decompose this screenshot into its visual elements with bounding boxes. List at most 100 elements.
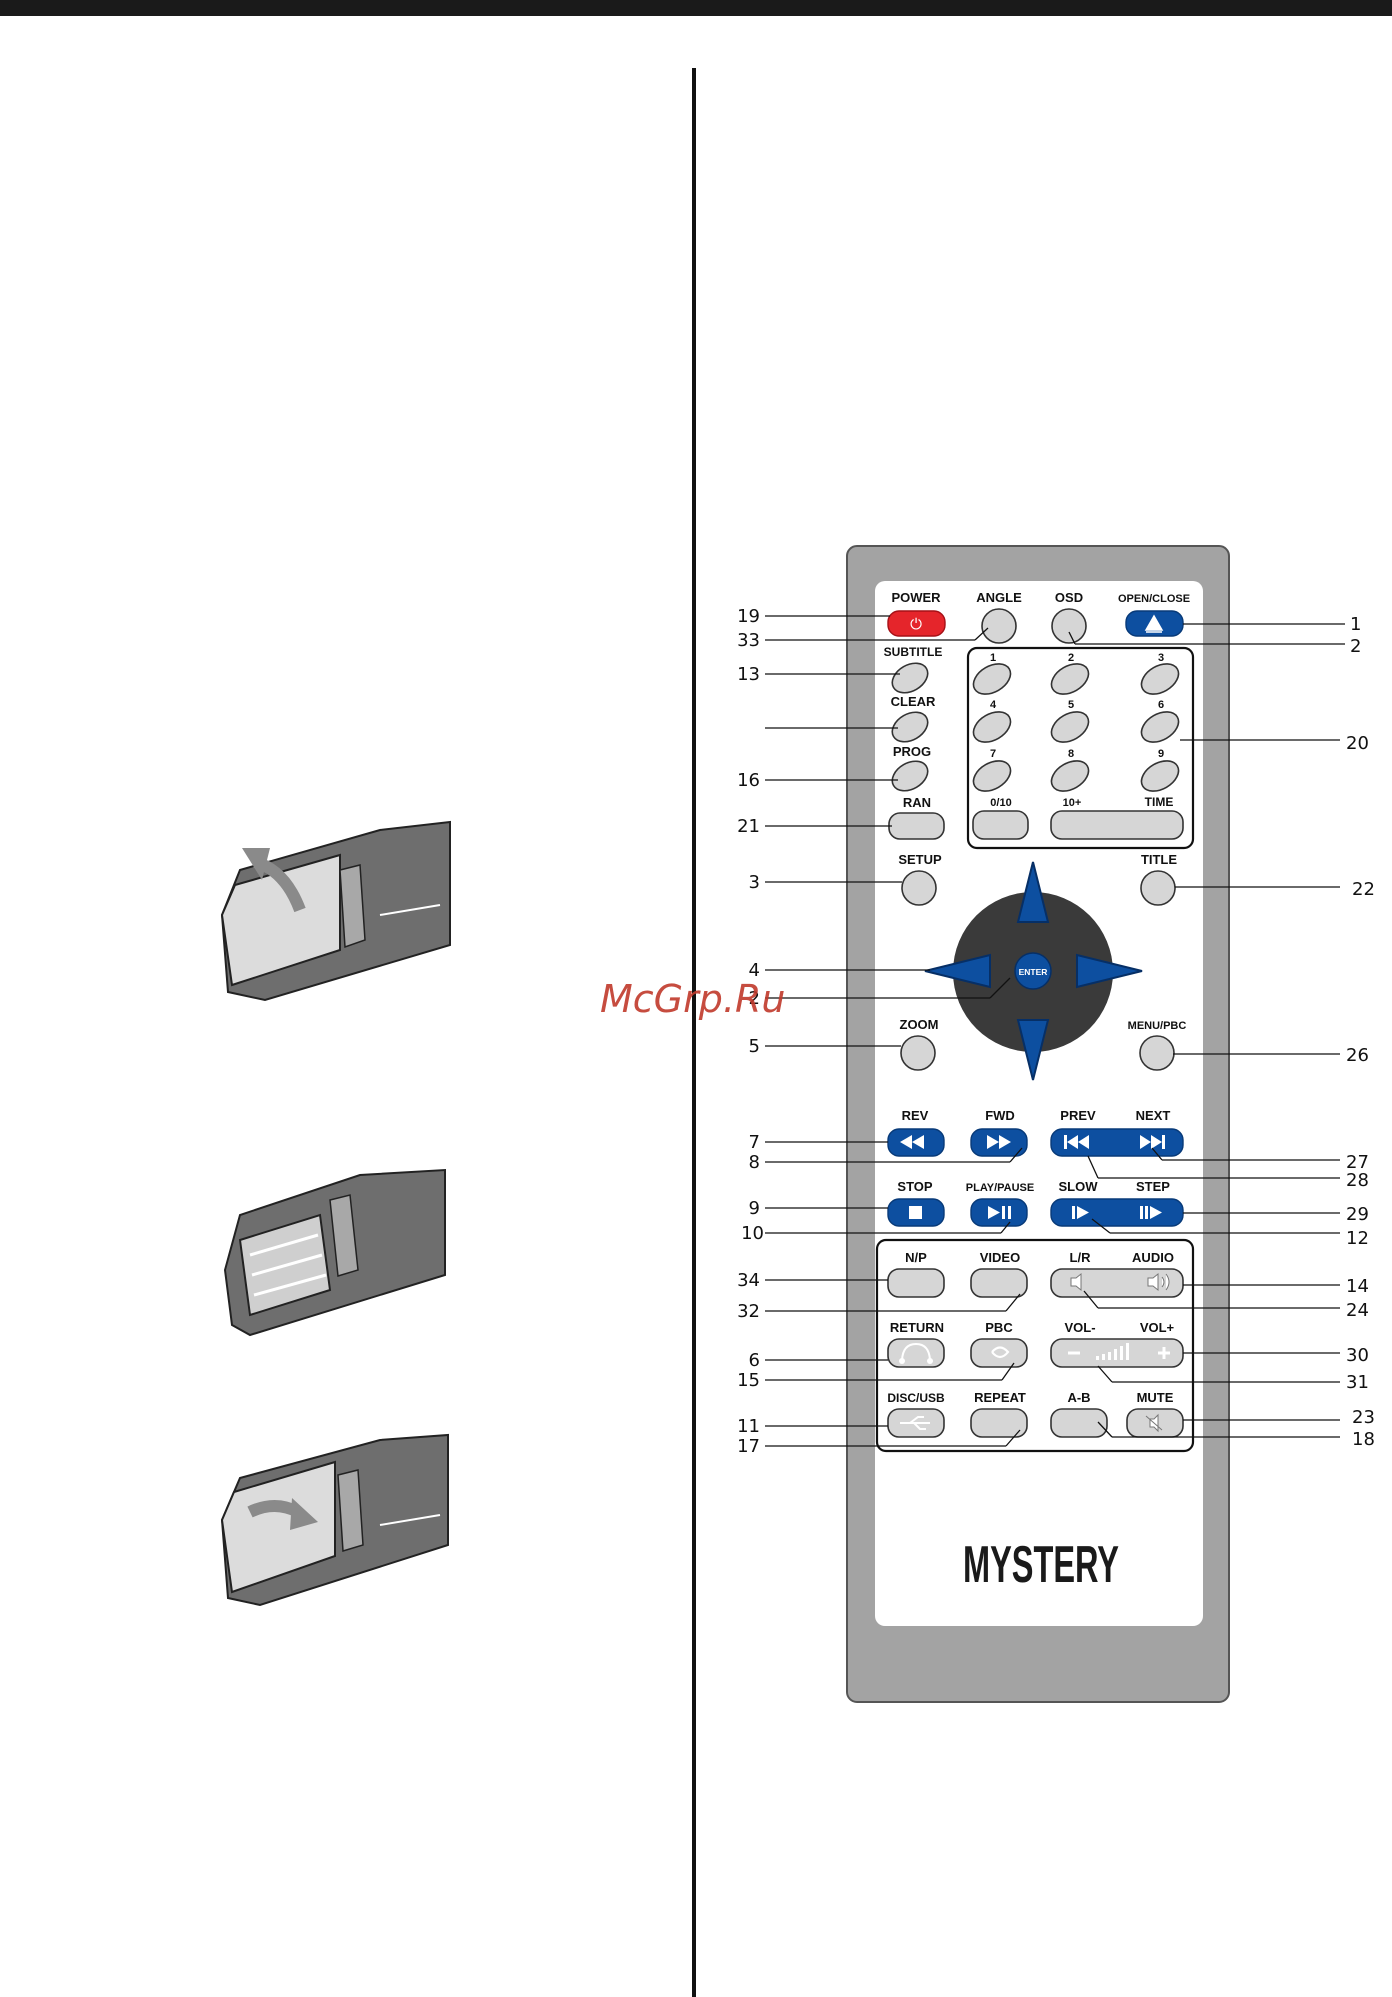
callout-18: 18 [1352,1429,1375,1450]
play-pause-label: PLAY/PAUSE [966,1182,1034,1194]
title-button[interactable] [1140,870,1176,906]
num-6-label: 6 [1158,699,1164,711]
prev-next-button[interactable] [1050,1128,1184,1157]
previous-icon [1064,1135,1089,1149]
stop-icon [909,1206,922,1219]
watermark: McGrp.Ru [600,977,785,1021]
nav-left-arrow-icon[interactable] [924,953,991,989]
video-button[interactable] [970,1268,1028,1298]
power-button[interactable] [887,610,946,637]
rewind-icon [900,1135,924,1149]
osd-button[interactable] [1051,608,1087,644]
subtitle-label: SUBTITLE [884,645,943,659]
num-2-button[interactable] [1046,658,1094,701]
usb-icon [900,1416,930,1430]
num-10plus-label: 10+ [1063,797,1082,809]
callout-29: 29 [1346,1204,1369,1225]
num-4-label: 4 [990,699,997,711]
subtitle-button[interactable] [887,657,933,699]
num-8-button[interactable] [1046,755,1094,798]
num-9-button[interactable] [1136,755,1184,798]
enter-button[interactable] [1014,952,1052,990]
lr-speaker-icon [1070,1272,1082,1292]
callout-23: 23 [1352,1407,1375,1428]
return-label: RETURN [890,1320,944,1335]
ab-label: A-B [1067,1390,1090,1405]
callout-20: 20 [1346,733,1369,754]
left-callout-lines [765,615,1023,1447]
num-3-label: 3 [1158,652,1164,664]
zoom-button[interactable] [900,1035,936,1071]
callout-15: 15 [737,1370,760,1391]
np-label: N/P [905,1250,927,1265]
num-7-button[interactable] [968,755,1016,798]
num-2-label: 2 [1068,652,1074,664]
nav-down-arrow-icon[interactable] [1016,1019,1050,1081]
time-label: TIME [1145,795,1174,809]
right-callout-lines [1068,623,1345,1438]
pbc-label: PBC [985,1320,1013,1335]
callout-22: 22 [1352,879,1375,900]
np-button[interactable] [887,1268,945,1298]
vol-plus-label: VOL+ [1140,1320,1175,1335]
power-icon: ⏻ [910,615,922,633]
num-1-button[interactable] [968,658,1016,701]
num-4-button[interactable] [968,706,1016,749]
next-icon [1140,1135,1165,1149]
repeat-button[interactable] [970,1408,1028,1438]
slow-label: SLOW [1059,1179,1099,1194]
callout-17: 17 [737,1436,760,1457]
left-callout-numbers: 19 33 13 16 21 3 4 2 5 7 8 9 10 34 32 6 … [737,606,764,1457]
audio-label: AUDIO [1132,1250,1174,1265]
play-pause-icon [988,1206,1011,1219]
callout-6: 6 [749,1350,760,1371]
repeat-label: REPEAT [974,1390,1026,1405]
disc-usb-label: DISC/USB [887,1391,945,1405]
slow-icon [1072,1206,1089,1219]
10plus-time-button[interactable] [1050,810,1184,840]
nav-right-arrow-icon[interactable] [1076,953,1143,989]
nav-up-arrow-icon[interactable] [1016,861,1050,923]
num-8-label: 8 [1068,748,1074,760]
stop-label: STOP [897,1179,932,1194]
prog-button[interactable] [887,755,933,797]
callout-2-enter: 2 [749,988,760,1009]
title-label: TITLE [1141,852,1177,867]
step-icon [1140,1206,1162,1219]
num-5-button[interactable] [1046,706,1094,749]
prog-label: PROG [893,744,931,759]
clear-button[interactable] [887,706,933,748]
column-divider [692,68,696,1997]
setup-button[interactable] [901,870,937,906]
callout-31: 31 [1346,1372,1369,1393]
num-0-10-button[interactable] [972,810,1029,840]
step-label: STEP [1136,1179,1170,1194]
fwd-label: FWD [985,1108,1015,1123]
return-icon [901,1342,931,1361]
volume-plus-icon [1158,1347,1170,1359]
callout-3: 3 [749,872,760,893]
slow-step-button[interactable] [1050,1198,1184,1227]
callout-1: 1 [1350,614,1361,635]
angle-button[interactable] [981,608,1017,644]
brand-logo: MYSTERY [963,1536,1119,1594]
next-label: NEXT [1136,1108,1171,1123]
num-3-button[interactable] [1136,658,1184,701]
lr-audio-button[interactable] [1050,1268,1184,1298]
ran-button[interactable] [888,812,945,840]
zoom-label: ZOOM [900,1017,939,1032]
pbc-button[interactable] [970,1338,1028,1368]
callout-27: 27 [1346,1152,1369,1173]
menu-pbc-button[interactable] [1139,1035,1175,1071]
eject-icon [1144,614,1164,633]
num-5-label: 5 [1068,699,1074,711]
callout-33: 33 [737,630,760,651]
ran-label: RAN [903,795,931,810]
angle-label: ANGLE [976,590,1022,605]
mute-icon [1145,1413,1163,1433]
num-6-button[interactable] [1136,706,1184,749]
callout-28: 28 [1346,1170,1369,1191]
ab-button[interactable] [1050,1408,1108,1438]
lr-label: L/R [1070,1250,1092,1265]
callout-30: 30 [1346,1345,1369,1366]
